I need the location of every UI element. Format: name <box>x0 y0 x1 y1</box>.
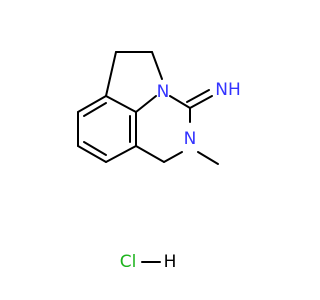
bond-ch2-nring <box>151 51 163 80</box>
bond-ar-6 <box>105 95 137 113</box>
bond-nring-c <box>169 95 191 109</box>
atom-ring-nitrogen: N <box>157 82 170 102</box>
bond-ar-inner-1 <box>83 102 107 117</box>
atom-hydrogen: H <box>164 252 177 272</box>
bond-ch2-ar <box>135 145 165 163</box>
atom-imine-nh: NH <box>215 80 241 100</box>
bond-ch2-aromatic <box>105 51 117 97</box>
structure-canvas: N NH N Cl H <box>77 51 241 272</box>
bond-ar-3 <box>77 145 107 163</box>
bond-ar-nring <box>135 95 157 113</box>
bond-ar-inner-2 <box>83 141 107 156</box>
bond-ar-4 <box>105 145 137 163</box>
bond-c-imine-1 <box>189 95 213 109</box>
bond-nmethyl-ch3 <box>197 151 219 165</box>
bond-c-imine-2 <box>186 89 210 103</box>
bond-nmethyl-ch2 <box>163 151 183 163</box>
atom-chlorine: Cl <box>120 252 137 272</box>
bond-ar-1 <box>77 95 107 113</box>
atom-methyl-nitrogen: N <box>184 129 197 149</box>
molecule-diagram: N NH N Cl H <box>77 51 241 272</box>
